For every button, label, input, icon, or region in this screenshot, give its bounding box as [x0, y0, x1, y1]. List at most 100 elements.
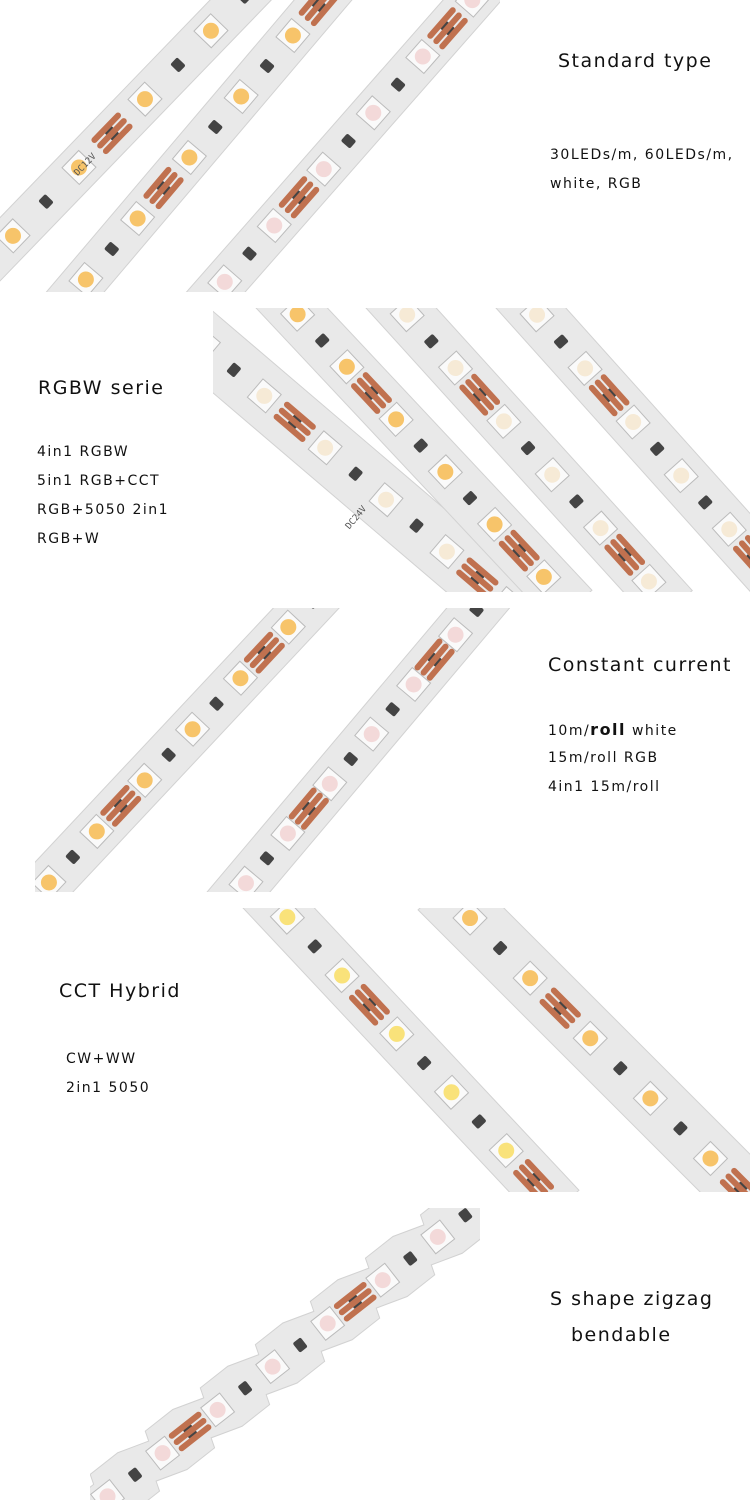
solder-pad — [91, 112, 122, 143]
led-emitter — [374, 1272, 391, 1289]
section-title-cct: CCT Hybrid — [59, 980, 181, 1002]
led-emitter — [429, 1228, 446, 1245]
strip-body — [90, 1208, 480, 1500]
section-line: RGB+W — [37, 531, 101, 547]
resistor — [417, 1056, 432, 1071]
resistor — [209, 696, 224, 711]
solder-pad — [504, 535, 534, 567]
strip-body — [492, 308, 750, 592]
led-emitter — [237, 875, 254, 892]
resistor — [293, 1338, 307, 1353]
resistor — [39, 194, 53, 209]
solder-pad — [278, 407, 311, 436]
led-emitter — [443, 1084, 460, 1101]
resistor — [409, 518, 424, 533]
resistor — [673, 1121, 688, 1136]
section-line: 2in1 5050 — [66, 1080, 151, 1096]
led-emitter — [535, 568, 552, 585]
led-strip — [90, 1208, 480, 1500]
led-emitter — [317, 439, 334, 456]
resistor — [493, 941, 508, 956]
resistor — [242, 246, 257, 261]
solder-pad — [498, 540, 529, 572]
section-line: white, RGB — [550, 176, 643, 192]
solder-pad — [731, 1167, 750, 1192]
solder-pad — [173, 1418, 207, 1446]
resistor — [238, 1381, 252, 1396]
resistor — [65, 850, 80, 864]
strip-photo-rgbw: DC24V — [213, 308, 750, 592]
solder-pad — [588, 384, 618, 417]
led-emitter — [232, 670, 249, 687]
led-emitter — [592, 520, 609, 537]
led-emitter — [184, 721, 201, 738]
resistor — [424, 334, 439, 349]
led-emitter — [447, 360, 464, 377]
solder-pad — [459, 384, 489, 416]
solder-pad — [354, 989, 385, 1021]
resistor — [471, 1114, 486, 1129]
led-emitter — [264, 1358, 281, 1375]
solder-pad — [616, 533, 646, 565]
led-strip — [182, 0, 500, 292]
resistor — [341, 134, 356, 148]
solder-pad — [149, 172, 178, 204]
solder-pad — [333, 1281, 367, 1309]
solder-pad — [414, 638, 443, 671]
solder-pad — [310, 0, 339, 27]
section-line: CW+WW — [66, 1051, 137, 1067]
solder-pad — [524, 1158, 555, 1190]
led-emitter — [365, 104, 382, 121]
led-emitter — [319, 1315, 336, 1332]
resistor — [307, 939, 322, 954]
solder-pad — [283, 401, 316, 430]
section-line: bendable — [571, 1324, 672, 1346]
solder-pad — [420, 643, 449, 676]
led-emitter — [577, 360, 594, 377]
solder-pad — [343, 1294, 377, 1322]
led-emitter — [99, 1488, 116, 1500]
led-emitter — [181, 149, 198, 166]
resistor — [385, 702, 400, 717]
section-title-constant-current: Constant current — [548, 654, 732, 676]
led-strip — [240, 908, 580, 1192]
solder-pad — [545, 993, 576, 1024]
led-emitter — [721, 521, 738, 538]
led-emitter — [462, 910, 479, 927]
solder-pad — [725, 1173, 750, 1192]
led-emitter — [279, 825, 296, 842]
solder-pad — [465, 379, 495, 411]
solder-pad — [100, 784, 130, 816]
led-emitter — [280, 619, 297, 636]
resistor — [348, 466, 363, 481]
led-emitter — [464, 0, 481, 9]
led-emitter — [378, 491, 395, 508]
solder-pad — [513, 1169, 543, 1192]
led-emitter — [642, 1090, 659, 1107]
led-strip — [213, 308, 534, 592]
led-emitter — [522, 970, 539, 987]
led-strip — [0, 0, 277, 286]
resistor — [315, 333, 330, 348]
led-emitter — [202, 22, 219, 39]
led-emitter — [388, 411, 405, 428]
led-emitter — [640, 573, 657, 590]
solder-pad — [360, 983, 390, 1015]
resistor — [613, 1061, 628, 1076]
solder-pad — [518, 1164, 549, 1192]
resistor — [650, 441, 665, 456]
solder-pad — [298, 0, 327, 16]
solder-pad — [243, 631, 274, 663]
solder-pad — [278, 176, 308, 208]
resistor — [521, 441, 536, 455]
resistor — [170, 58, 185, 72]
solder-pad — [304, 0, 333, 21]
led-emitter — [388, 1025, 405, 1042]
solder-pad — [155, 177, 184, 210]
solder-pad — [738, 540, 750, 572]
solder-pad — [356, 377, 387, 409]
led-emitter — [673, 467, 690, 484]
resistor — [260, 59, 275, 73]
solder-pad — [351, 383, 381, 414]
led-emitter — [256, 387, 273, 404]
